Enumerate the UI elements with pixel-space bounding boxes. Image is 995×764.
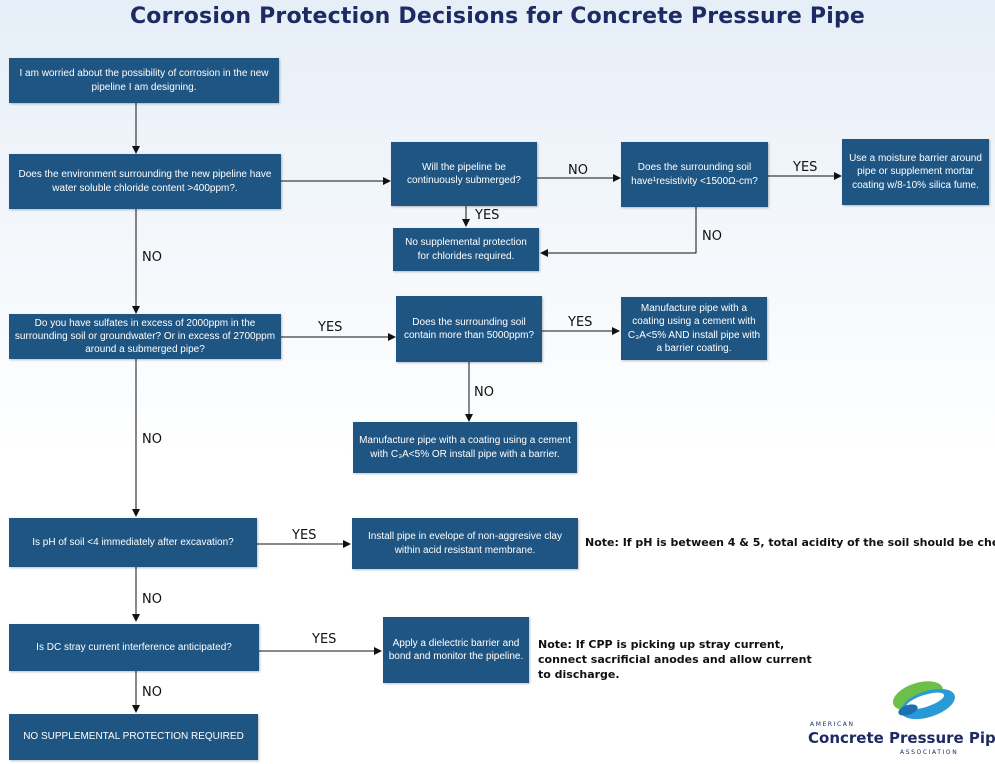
label-ph-no: NO [142, 592, 162, 607]
arrow-resistivity-no-path [540, 207, 697, 257]
label-resistivity-no: NO [702, 229, 722, 244]
label-chloride-no: NO [142, 250, 162, 265]
acpa-logo: AMERICAN Concrete Pressure Pipe ASSOCIAT… [800, 676, 995, 760]
clay-envelope-box: Install pipe in evelope of non-aggresive… [352, 518, 578, 569]
moisture-barrier-box: Use a moisture barrier around pipe or su… [842, 139, 989, 205]
logo-top-text: AMERICAN [810, 721, 855, 728]
stray-current-question-box: Is DC stray current interference anticip… [9, 624, 259, 671]
c3a-or-barrier-box: Manufacture pipe with a coating using a … [353, 422, 577, 473]
label-5000-yes: YES [568, 315, 593, 330]
stray-current-note: Note: If CPP is picking up stray current… [538, 638, 812, 681]
sulfate-question-box: Do you have sulfates in excess of 2000pp… [9, 314, 281, 359]
acpa-logo-mark [892, 681, 955, 720]
label-ph-yes: YES [292, 528, 317, 543]
ph-question-box: Is pH of soil <4 immediately after excav… [9, 518, 257, 567]
logo-bottom-text: ASSOCIATION [900, 749, 959, 756]
c3a-and-barrier-box: Manufacture pipe with a coating using a … [621, 297, 767, 360]
submerged-question-box: Will the pipeline be continuously submer… [391, 142, 537, 206]
no-chloride-protection-box: No supplemental protection for chlorides… [393, 228, 539, 271]
chloride-question-box: Does the environment surrounding the new… [9, 154, 281, 209]
label-resistivity-yes: YES [793, 160, 818, 175]
label-chloride-yes: YES [475, 208, 500, 223]
logo-name: Concrete Pressure Pipe [808, 729, 995, 747]
ph-note: Note: If pH is between 4 & 5, total acid… [585, 536, 995, 549]
page-title: Corrosion Protection Decisions for Concr… [129, 4, 866, 29]
label-stray-no: NO [142, 685, 162, 700]
resistivity-question-box: Does the surrounding soil have¹resistivi… [621, 142, 768, 207]
sulfate-5000-question-box: Does the surrounding soil contain more t… [396, 296, 542, 362]
start-box: I am worried about the possibility of co… [9, 58, 279, 103]
label-sulfate-yes: YES [318, 320, 343, 335]
dielectric-barrier-box: Apply a dielectric barrier and bond and … [383, 617, 529, 683]
label-5000-no: NO [474, 385, 494, 400]
label-sulfate-no: NO [142, 432, 162, 447]
label-stray-yes: YES [312, 632, 337, 647]
label-submerged-no: NO [568, 163, 588, 178]
final-no-protection-box: NO SUPPLEMENTAL PROTECTION REQUIRED [9, 714, 258, 760]
